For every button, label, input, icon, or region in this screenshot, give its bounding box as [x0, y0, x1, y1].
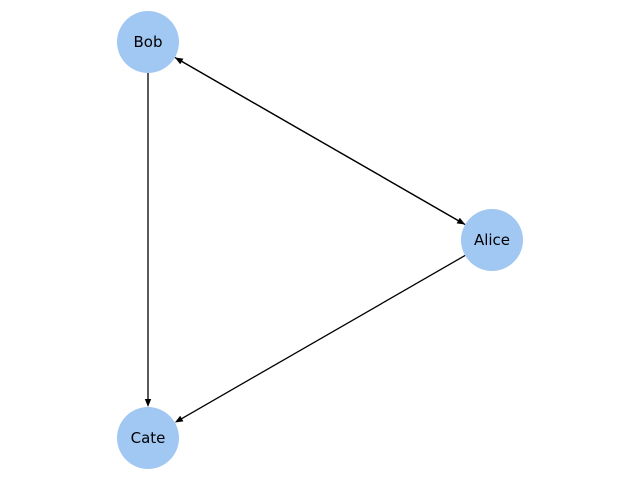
node-cate-label: Cate — [131, 429, 166, 447]
node-alice-label: Alice — [474, 231, 510, 249]
node-bob-circle — [117, 11, 179, 73]
arrowhead-alice-to-cate — [174, 415, 184, 423]
edges-layer — [144, 56, 466, 423]
arrowhead-alice-to-bob — [174, 57, 184, 65]
arrowhead-bob-to-cate — [144, 399, 152, 407]
node-cate-circle — [117, 407, 179, 469]
node-bob[interactable]: Bob — [117, 11, 179, 73]
nodes-layer: Bob Alice Cate — [117, 11, 523, 469]
node-cate[interactable]: Cate — [117, 407, 179, 469]
node-bob-label: Bob — [134, 33, 163, 51]
edge-alice-to-bob — [178, 59, 466, 226]
edge-alice-to-cate — [178, 254, 466, 421]
node-alice[interactable]: Alice — [461, 209, 523, 271]
node-alice-circle — [461, 209, 523, 271]
